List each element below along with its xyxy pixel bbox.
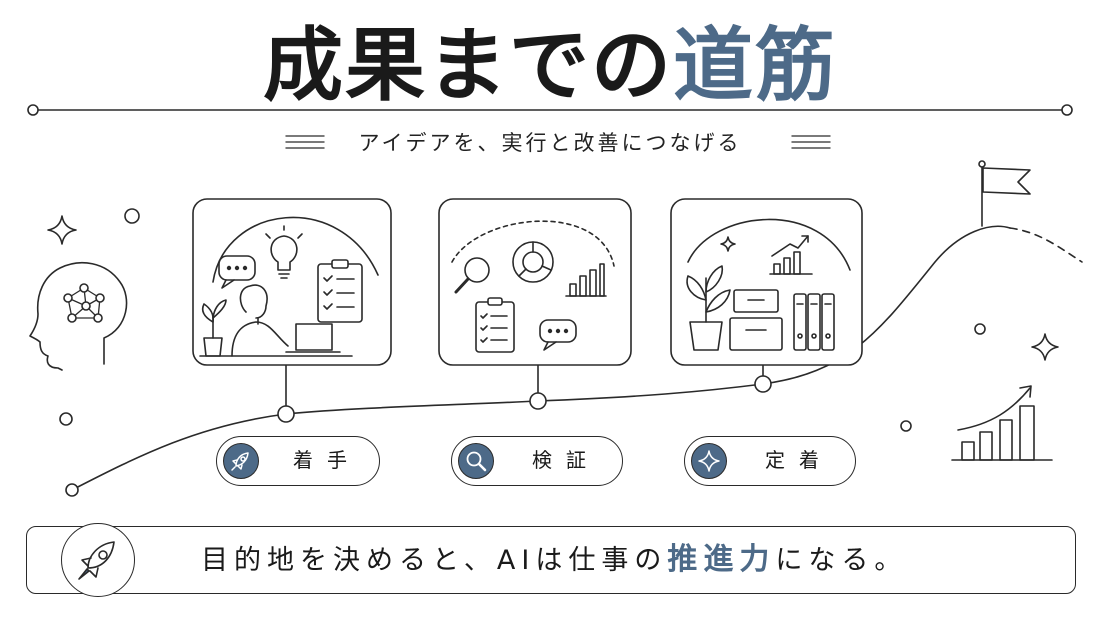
storage-boxes-icon [729, 289, 783, 351]
stage-establish-label: 定着 [765, 448, 833, 472]
progress-curve-dashed [1009, 227, 1083, 263]
curve-start-dot [65, 483, 79, 497]
banner-highlight: 推進力 [667, 542, 776, 577]
milestone-node-3 [754, 375, 772, 393]
milestone-node-2 [529, 392, 547, 410]
lightbulb-icon [265, 225, 303, 279]
stage-establish: 定着 [684, 436, 856, 486]
title-main: 成果までの [263, 19, 673, 112]
rocket-icon [61, 523, 135, 597]
sparkle-icon [1031, 333, 1059, 361]
sparkle-icon [691, 443, 727, 479]
decor-dot [974, 323, 986, 335]
magnifier-icon [458, 443, 494, 479]
goal-flag-icon [978, 160, 1031, 227]
subtitle: アイデアを、実行と改善につなげる [358, 131, 742, 155]
stage-verify: 検証 [451, 436, 623, 486]
decor-dot [900, 420, 912, 432]
stage-start-label: 着手 [293, 448, 361, 472]
decor-dot [59, 412, 73, 426]
sparkle-icon [720, 236, 736, 252]
stage-start: 着手 [216, 436, 380, 486]
banner-suffix: になる。 [775, 545, 908, 576]
title-accent: 道筋 [673, 19, 837, 112]
donut-chart-icon [512, 241, 554, 283]
laptop-icon [285, 323, 341, 353]
checklist-icon [475, 297, 515, 353]
head-brain-icon [29, 261, 128, 371]
banner-message: 目的地を決めると、AIは仕事の推進力になる。 [201, 527, 907, 593]
checklist-icon [317, 259, 363, 323]
subtitle-left-lines [285, 135, 325, 149]
card-connectors [285, 364, 764, 407]
subtitle-right-lines [791, 135, 831, 149]
speech-bubble-icon [218, 255, 256, 289]
binders-icon [793, 293, 835, 351]
card-verify [438, 198, 632, 366]
speech-bubble-icon [539, 319, 577, 351]
rocket-icon [223, 443, 259, 479]
growth-chart-icon [769, 235, 813, 275]
decor-dot [124, 208, 140, 224]
milestone-node-1 [277, 405, 295, 423]
header-rule [27, 104, 1073, 116]
sparkle-icon [47, 215, 77, 245]
message-banner: 目的地を決めると、AIは仕事の推進力になる。 [26, 523, 1076, 597]
stage-verify-label: 検証 [532, 448, 600, 472]
person-icon [231, 284, 289, 357]
banner-prefix: 目的地を決めると、AIは仕事の [201, 545, 668, 576]
card-establish [670, 198, 863, 366]
bar-chart-icon [565, 263, 607, 297]
page-title: 成果までの道筋 [0, 18, 1100, 114]
plant-icon [686, 265, 731, 351]
growth-chart-icon [951, 385, 1053, 461]
card-start [192, 198, 392, 366]
progress-curve [71, 225, 1011, 491]
magnifier-icon [454, 257, 490, 294]
